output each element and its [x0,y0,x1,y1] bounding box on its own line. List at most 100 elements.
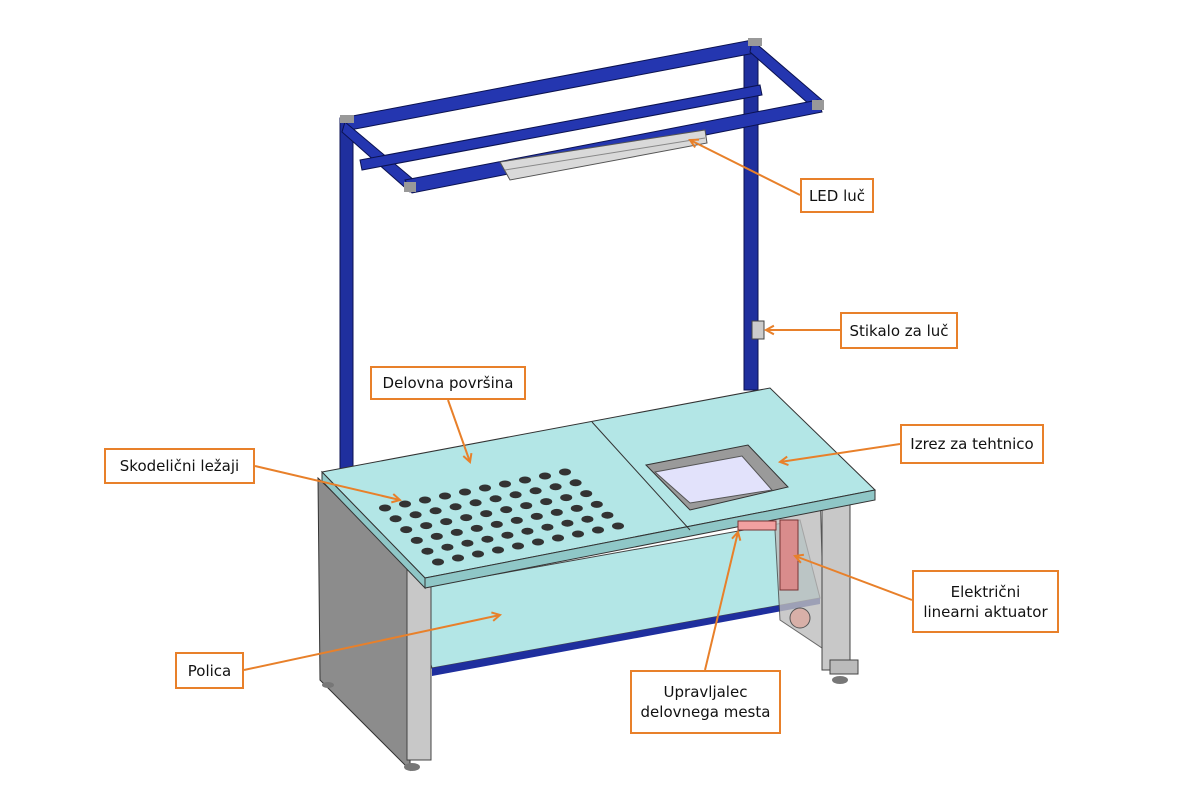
ball-bearing [410,536,423,544]
label-text: delovnega mesta [640,703,771,721]
label-ball-bearings: Skodelični ležaji [104,448,255,484]
ball-bearing [429,507,442,515]
ball-bearing [581,515,594,523]
label-text: Stikalo za luč [849,321,949,340]
ball-bearing [580,490,593,498]
ball-bearing [539,472,551,480]
ball-bearing [490,520,503,528]
ball-bearing [450,528,463,536]
left-post [339,117,354,474]
ball-bearing [512,542,524,550]
callout-line [779,443,901,463]
ball-bearing [440,518,453,526]
ball-bearing [472,550,484,558]
ball-bearing [479,484,491,492]
ball-bearing [509,491,522,499]
arrowhead-icon [491,611,503,622]
ball-bearing [430,532,443,540]
workstation-controller [737,520,777,531]
ball-bearing [459,488,471,496]
ball-bearing [569,479,582,487]
ball-bearing [529,487,542,495]
ball-bearing [521,527,534,535]
ball-bearing [541,523,554,531]
ball-bearing [439,492,451,500]
ball-bearing [399,500,411,508]
ball-bearing [572,530,584,538]
callout-line [447,399,471,463]
callout-arrows [243,138,913,671]
label-shelf: Polica [175,652,244,689]
ball-bearing [550,508,563,516]
label-text: Izrez za tehtnico [910,435,1034,453]
ball-bearing [552,534,564,542]
callout-line [689,139,801,196]
arrowhead-icon [462,452,473,464]
ball-bearing [449,503,462,511]
ball-bearing [570,504,583,512]
ball-bearing [601,511,614,519]
label-text: Delovna površina [382,374,514,392]
label-scale-cutout: Izrez za tehtnico [900,424,1044,464]
label-workstation-controller: Upravljalec delovnega mesta [630,670,781,734]
arrowhead-icon [391,493,403,504]
ball-bearing [540,498,553,506]
ball-bearing [419,496,431,504]
arrowhead-icon [777,455,789,467]
ball-bearing [461,539,474,547]
ball-bearing [559,468,571,476]
ball-bearing [460,514,473,522]
ball-bearing [441,543,454,551]
label-text: Električni [950,582,1021,601]
label-text: Upravljalec [663,683,748,701]
ball-bearing [389,515,402,523]
ball-bearing [519,476,531,484]
ball-bearing [520,502,533,510]
callout-line [254,465,401,501]
ball-bearing [532,538,544,546]
callout-line [704,531,739,671]
ball-bearing [480,510,493,518]
ball-bearing [400,526,413,534]
light-switch [751,320,765,340]
ball-bearing [469,499,482,507]
label-led-light: LED luč [800,178,874,213]
led-lamp [499,129,708,181]
scale-cutout [644,444,789,511]
ball-bearing [501,531,514,539]
front-left-leg [406,569,432,761]
ball-bearings [379,468,624,566]
callout-line [794,555,913,601]
label-light-switch: Stikalo za luč [840,312,958,349]
ball-bearing [470,524,483,532]
ball-bearing [549,483,562,491]
arrowhead-icon [763,324,775,336]
ball-bearing [510,516,523,524]
ball-bearing [481,535,494,543]
arrowhead-icon [731,529,742,541]
ball-bearing [560,494,573,502]
arrowhead-icon [688,138,700,148]
ball-bearing [420,522,433,530]
ball-bearing [432,558,444,566]
label-work-surface: Delovna površina [370,366,526,400]
ball-bearing [409,511,422,519]
ball-bearing [421,547,434,555]
label-text: LED luč [808,186,866,205]
label-text: Polica [187,661,232,680]
ball-bearing [530,512,543,520]
ball-bearing [379,504,391,512]
ball-bearing [500,506,513,514]
ball-bearing [499,480,511,488]
ball-bearing [452,554,464,562]
ball-bearing [561,519,574,527]
ball-bearing [590,500,603,508]
ball-bearing [492,546,504,554]
callout-line [243,614,501,671]
label-text: Skodelični ležaji [119,457,240,475]
label-text: linearni aktuator [923,602,1048,621]
ball-bearing [612,522,624,530]
